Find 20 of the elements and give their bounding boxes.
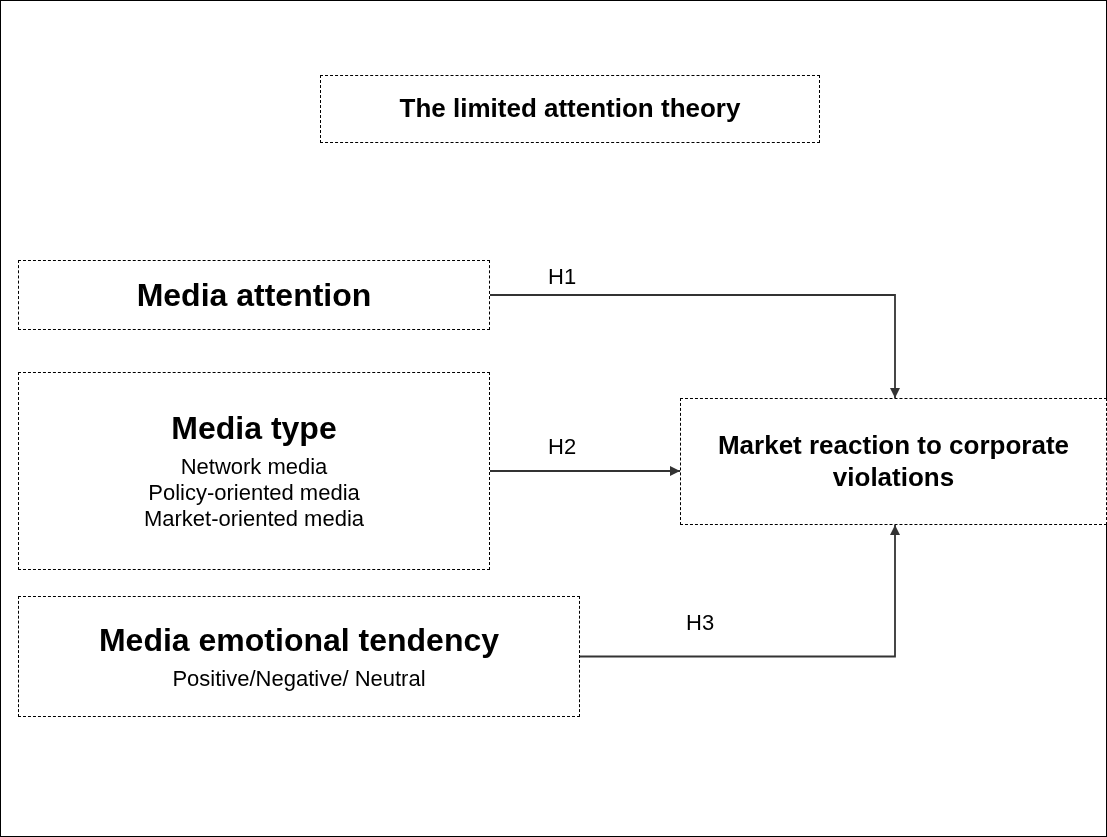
box-text: Policy-oriented media <box>148 480 360 507</box>
box-text: Network media <box>180 453 328 480</box>
edge-label: H3 <box>686 610 715 636</box>
arrow <box>489 466 681 476</box>
box-heading: Media type <box>171 409 337 448</box>
edge-label: H1 <box>548 264 577 290</box>
arrow <box>489 294 900 399</box>
box-heading: The limited attention theory <box>399 93 741 125</box>
dashed-box <box>18 260 490 330</box>
dashed-box <box>320 75 820 143</box>
box-heading: Market reaction to corporate violations <box>716 430 1071 493</box>
box-text: Market-oriented media <box>143 506 365 533</box>
dashed-box <box>18 596 580 717</box>
dashed-box <box>680 398 1107 525</box>
dashed-box <box>18 372 490 570</box>
edge-label: H2 <box>548 434 577 460</box>
box-heading: Media attention <box>136 275 372 315</box>
arrow <box>579 524 900 658</box>
box-text: Positive/Negative/ Neutral <box>172 665 426 692</box>
box-heading: Media emotional tendency <box>98 621 500 660</box>
